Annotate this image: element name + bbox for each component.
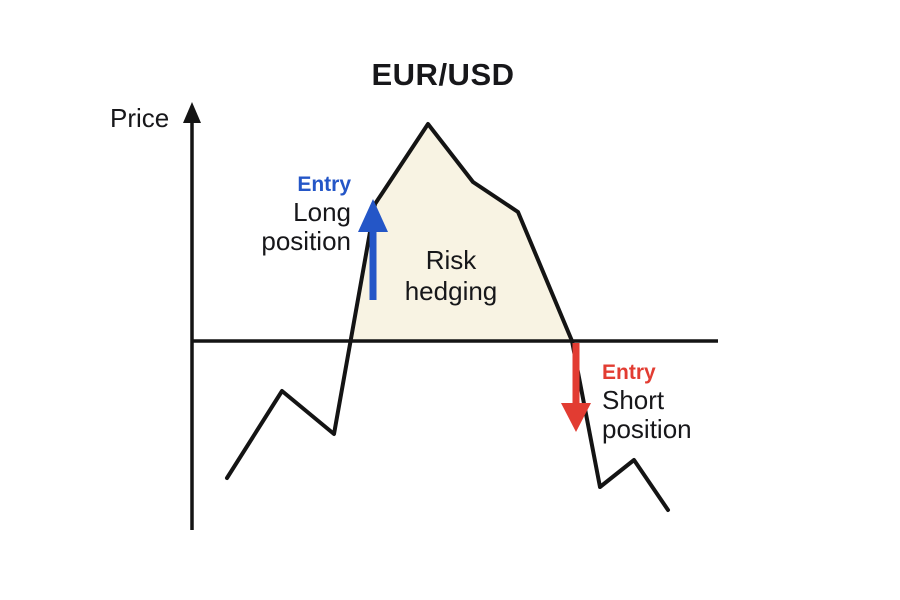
long-entry-tag: Entry [297, 173, 351, 196]
y-axis-label: Price [110, 103, 170, 133]
short-position-line2: position [602, 414, 692, 444]
risk-hedging-line1: Risk [425, 245, 477, 275]
short-entry-tag: Entry [602, 361, 656, 384]
risk-hedging-line2: hedging [404, 276, 498, 306]
long-entry-arrow-icon [358, 199, 388, 300]
risk-hedging-area [351, 124, 572, 341]
risk-hedging-label: Risk hedging [405, 245, 498, 307]
page-title: EUR/USD [371, 57, 515, 92]
long-arrow-head [358, 199, 388, 232]
short-arrow-head [561, 403, 591, 432]
short-entry-annotation: Entry Short position [602, 359, 692, 444]
price-line [225, 122, 670, 512]
short-position-line1: Short [602, 385, 665, 415]
short-entry-arrow-icon [561, 343, 591, 432]
long-position-line2: position [261, 226, 351, 256]
long-entry-annotation: Entry Long position [261, 171, 351, 256]
long-position-line1: Long [293, 197, 351, 227]
y-axis-arrowhead-icon [183, 102, 201, 123]
